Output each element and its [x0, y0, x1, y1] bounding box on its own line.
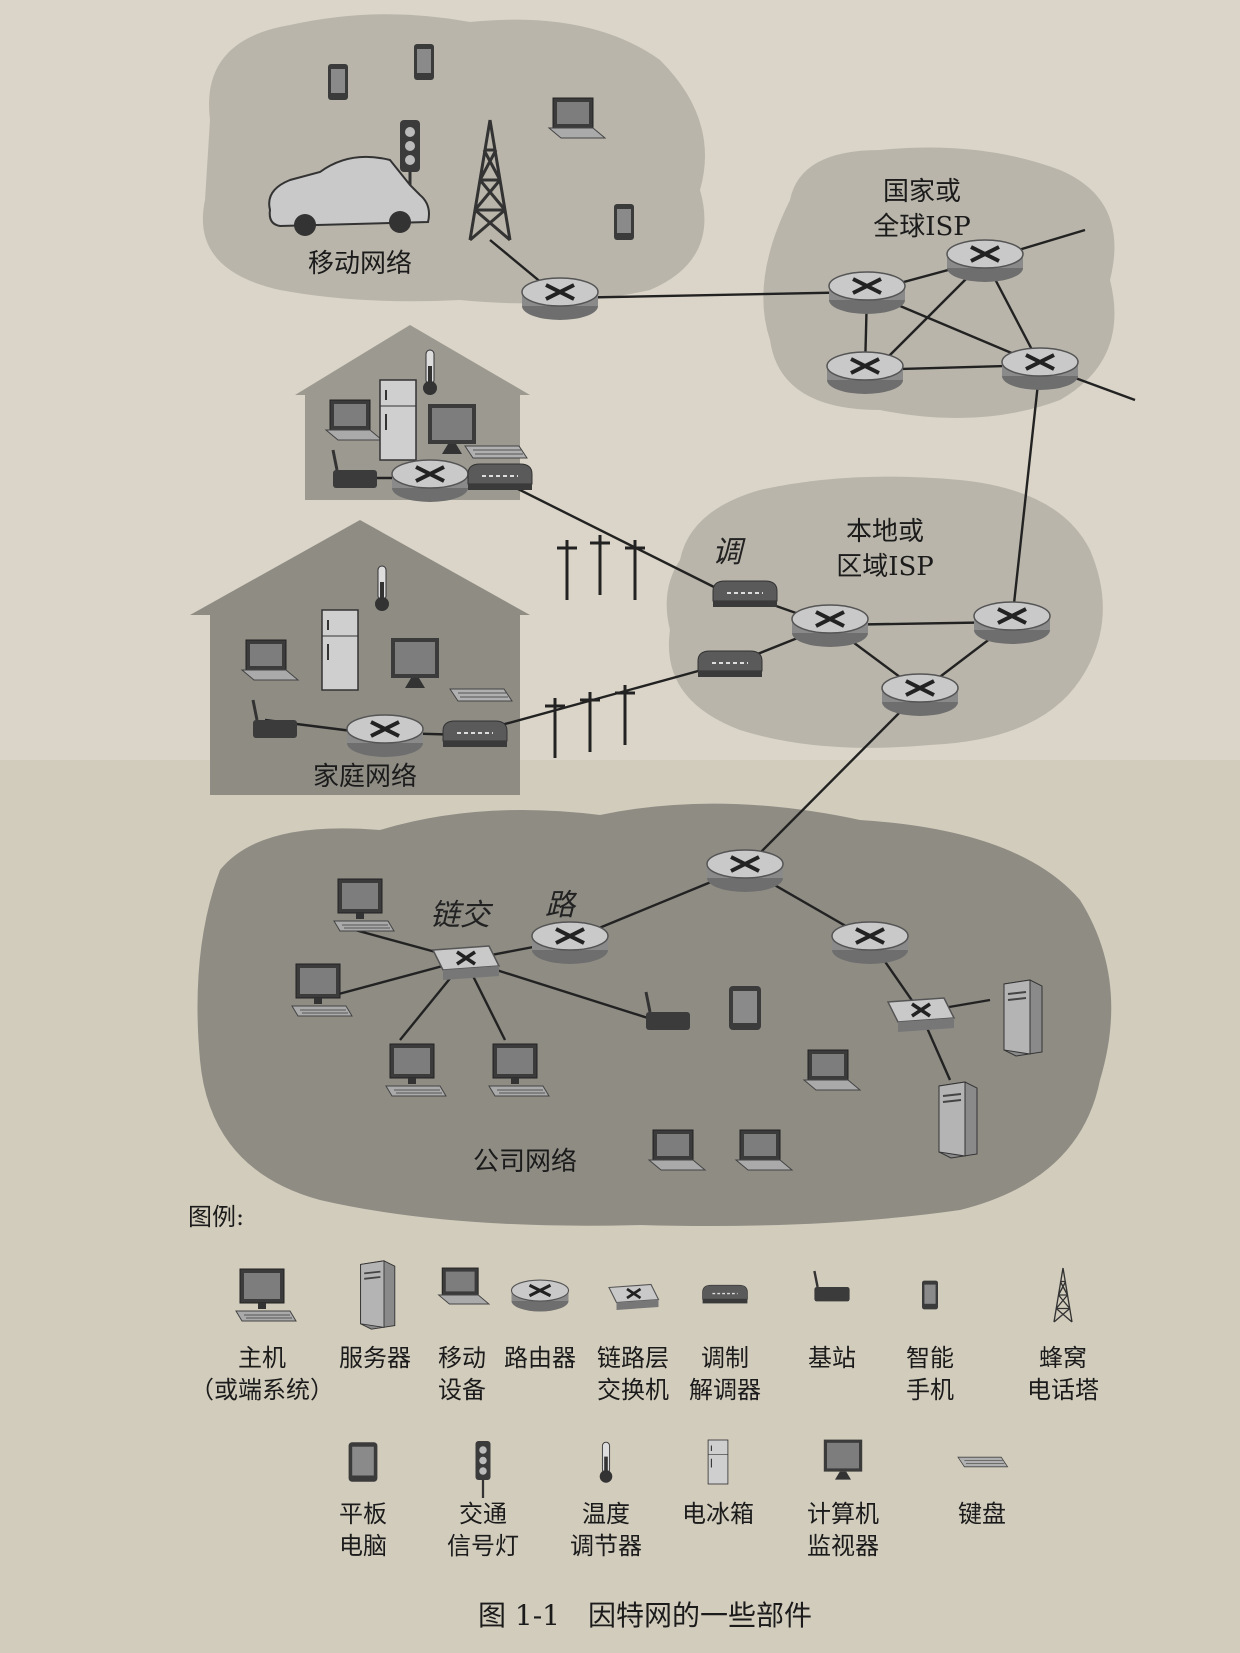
enterprise-network-label: 公司网络: [473, 1147, 577, 1177]
local-isp-cloud: [666, 476, 1103, 748]
legend-item-keyboard: 键盘: [957, 1456, 1008, 1528]
legend-label: 手机: [906, 1376, 954, 1404]
legend-label: 解调器: [689, 1376, 761, 1404]
legend-label: 信号灯: [447, 1532, 519, 1560]
car-icon: [268, 155, 430, 236]
router-icon: [520, 276, 600, 322]
handwritten-router-note: 路: [545, 888, 578, 923]
keyboard-icon: [449, 688, 513, 702]
national-isp-label-line1: 国家或: [883, 177, 961, 207]
handwritten-modem-note: 调: [712, 535, 746, 570]
legend-label: 移动: [438, 1344, 486, 1372]
legend-item-server: 服务器: [339, 1259, 411, 1372]
handwritten-switch-note: 链交: [430, 898, 494, 933]
legend-item-router: 路由器: [504, 1278, 576, 1372]
legend-label: 温度: [582, 1500, 630, 1528]
refrigerator-icon: [379, 379, 417, 461]
legend-title: 图例:: [188, 1203, 244, 1231]
mobile-network-label: 移动网络: [308, 249, 412, 279]
legend-label: 电冰箱: [682, 1500, 754, 1528]
home-network-label: 家庭网络: [313, 762, 417, 792]
legend-label: 蜂窝: [1039, 1344, 1087, 1372]
national-isp-label-line2: 全球ISP: [873, 212, 971, 242]
router-icon: [345, 713, 425, 759]
legend-label: 主机: [238, 1344, 286, 1372]
legend-label: 交通: [459, 1500, 507, 1528]
legend-label: 服务器: [339, 1344, 411, 1372]
smartphone-icon: [922, 1280, 938, 1310]
legend-label: 基站: [808, 1344, 856, 1372]
local-isp-label-line1: 本地或: [846, 517, 924, 547]
modem-icon: [467, 463, 533, 491]
mobile-network-cloud: [202, 14, 705, 304]
keyboard-icon: [957, 1456, 1008, 1468]
legend-label: 路由器: [504, 1344, 576, 1372]
legend-label: 智能: [906, 1344, 954, 1372]
router-icon: [510, 1278, 570, 1313]
legend-label: 链路层: [597, 1344, 669, 1372]
legend-row-2: 平板电脑交通信号灯温度调节器电冰箱计算机监视器键盘: [339, 1439, 1008, 1560]
local-isp-label-line2: 区域ISP: [836, 552, 934, 582]
legend-label: 电话塔: [1027, 1376, 1099, 1404]
legend-label: 调节器: [570, 1532, 642, 1560]
tablet-icon: [348, 1442, 378, 1482]
legend-label: 监视器: [807, 1532, 879, 1560]
keyboard-icon: [464, 445, 528, 459]
refrigerator-icon: [321, 609, 359, 691]
legend-item-refrigerator: 电冰箱: [682, 1439, 754, 1528]
legend-label: 计算机: [807, 1500, 879, 1528]
legend-label: 键盘: [958, 1500, 1006, 1528]
router-icon: [390, 458, 470, 504]
modem-icon: [442, 720, 508, 748]
legend-label: 设备: [438, 1376, 486, 1404]
server-icon: [359, 1259, 396, 1331]
refrigerator-icon: [707, 1439, 729, 1485]
legend-item-desktop-host: 主机 （或端系统）: [190, 1268, 334, 1404]
tablet-icon: [729, 986, 761, 1030]
modem-icon: [701, 1284, 749, 1305]
legend-row-1: 主机（或端系统）服务器移动设备路由器链路层交换机调制解调器基站智能手机蜂窝电话塔: [190, 1259, 1099, 1404]
legend-label: 电脑: [339, 1532, 387, 1560]
legend-item-base-station: 基站: [808, 1269, 856, 1372]
legend-label: 调制: [701, 1344, 749, 1372]
legend-label: 平板: [339, 1500, 387, 1528]
legend-label: 交换机: [597, 1376, 669, 1404]
legend-label: （或端系统）: [190, 1376, 334, 1404]
figure-caption: 图 1-1 因特网的一些部件: [478, 1599, 812, 1632]
